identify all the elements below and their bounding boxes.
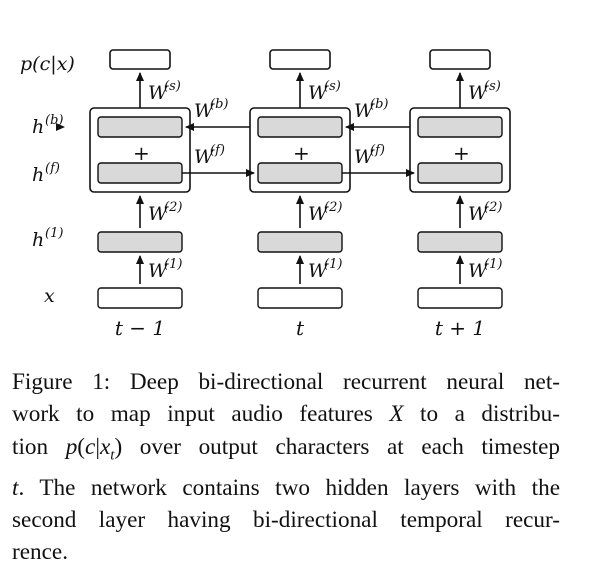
hidden1-node [97,231,183,253]
svg-text:W: W [308,82,329,104]
output-node [269,49,331,70]
input-node [97,287,183,309]
weight-label-1: W(1) [468,257,502,282]
timestep-column: W(s)+W(2)W(1)t + 1 [409,49,511,340]
figure-caption: Figure 1: Deep bi-directional recurrent … [12,366,560,568]
timestep-column: W(s)+W(2)W(1)t − 1 [89,49,191,340]
svg-text:W: W [148,203,169,225]
svg-text:(2): (2) [164,200,182,215]
caption-line: rence. [12,539,68,566]
weight-label-b: W(b) [354,97,388,122]
output-node [109,49,171,70]
input-node [257,287,343,309]
svg-text:W: W [148,82,169,104]
svg-text:W: W [468,260,489,282]
backward-node [257,116,343,138]
sum-symbol: + [133,141,150,165]
svg-text:W: W [308,203,329,225]
row-label-backward: h (b) [32,113,63,138]
caption-line: Figure 1: Deep bi-directional recurrent … [12,369,560,395]
svg-text:W: W [194,146,215,168]
input-node [417,287,503,309]
svg-text:(1): (1) [45,226,63,241]
caption-line: work to map input audio features X to a … [12,401,561,428]
timestep-label: t [296,316,305,340]
weight-label-f: W(f) [354,143,385,168]
weight-label-f: W(f) [194,143,225,168]
weight-label-2: W(2) [468,200,502,225]
svg-text:(f): (f) [370,143,385,158]
row-label-hidden1: h (1) [32,226,63,251]
svg-text:(f): (f) [45,161,60,176]
caption-line: t. The network contains two hidden layer… [12,474,560,501]
svg-text:W: W [148,260,169,282]
svg-text:W: W [194,100,215,122]
svg-text:(1): (1) [484,257,502,272]
svg-text:h: h [32,164,44,186]
svg-text:(b): (b) [45,113,63,128]
hidden1-node [257,231,343,253]
timestep-columns: W(s)+W(2)W(1)t − 1W(s)+W(2)W(1)tW(s)+W(2… [89,49,511,340]
row-label-forward: h (f) [32,161,60,186]
svg-text:(1): (1) [324,257,342,272]
weight-label-2: W(2) [148,200,182,225]
backward-node [417,116,503,138]
svg-text:h: h [32,229,44,251]
weight-label-2: W(2) [308,200,342,225]
row-label-input: x [44,285,55,307]
weight-label-s: W(s) [308,79,341,104]
svg-text:W: W [354,146,375,168]
timestep-label: t − 1 [115,316,165,340]
svg-text:(b): (b) [210,97,228,112]
svg-text:(s): (s) [164,79,181,94]
svg-text:(f): (f) [210,143,225,158]
caption-line: tion p(c|xt) over output characters at e… [12,433,560,464]
svg-text:W: W [468,82,489,104]
svg-text:W: W [308,260,329,282]
recurrent-connections: W(b)W(f)W(b)W(f) [182,97,415,177]
svg-text:h: h [32,116,44,138]
timestep-column: W(s)+W(2)W(1)t [249,49,351,340]
weight-label-1: W(1) [148,257,182,282]
svg-text:(1): (1) [164,257,182,272]
backward-node [97,116,183,138]
sum-symbol: + [453,141,470,165]
svg-text:(b): (b) [370,97,388,112]
weight-label-b: W(b) [194,97,228,122]
network-diagram: p(c|x) h (b) h (f) h (1) x W(s)+W(2)W(1)… [20,49,511,340]
weight-label-1: W(1) [308,257,342,282]
weight-label-s: W(s) [148,79,181,104]
svg-text:(2): (2) [484,200,502,215]
svg-text:(s): (s) [324,79,341,94]
row-labels: p(c|x) h (b) h (f) h (1) x [20,53,75,307]
forward-node [257,162,343,184]
hidden1-node [417,231,503,253]
svg-text:W: W [354,100,375,122]
weight-label-s: W(s) [468,79,501,104]
svg-text:(2): (2) [324,200,342,215]
forward-node [417,162,503,184]
row-label-output: p(c|x) [20,53,75,75]
svg-text:W: W [468,203,489,225]
svg-text:(s): (s) [484,79,501,94]
output-node [429,49,491,70]
forward-node [97,162,183,184]
sum-symbol: + [293,141,310,165]
timestep-label: t + 1 [435,316,485,340]
caption-line: second layer having bi-directional tempo… [12,506,560,533]
